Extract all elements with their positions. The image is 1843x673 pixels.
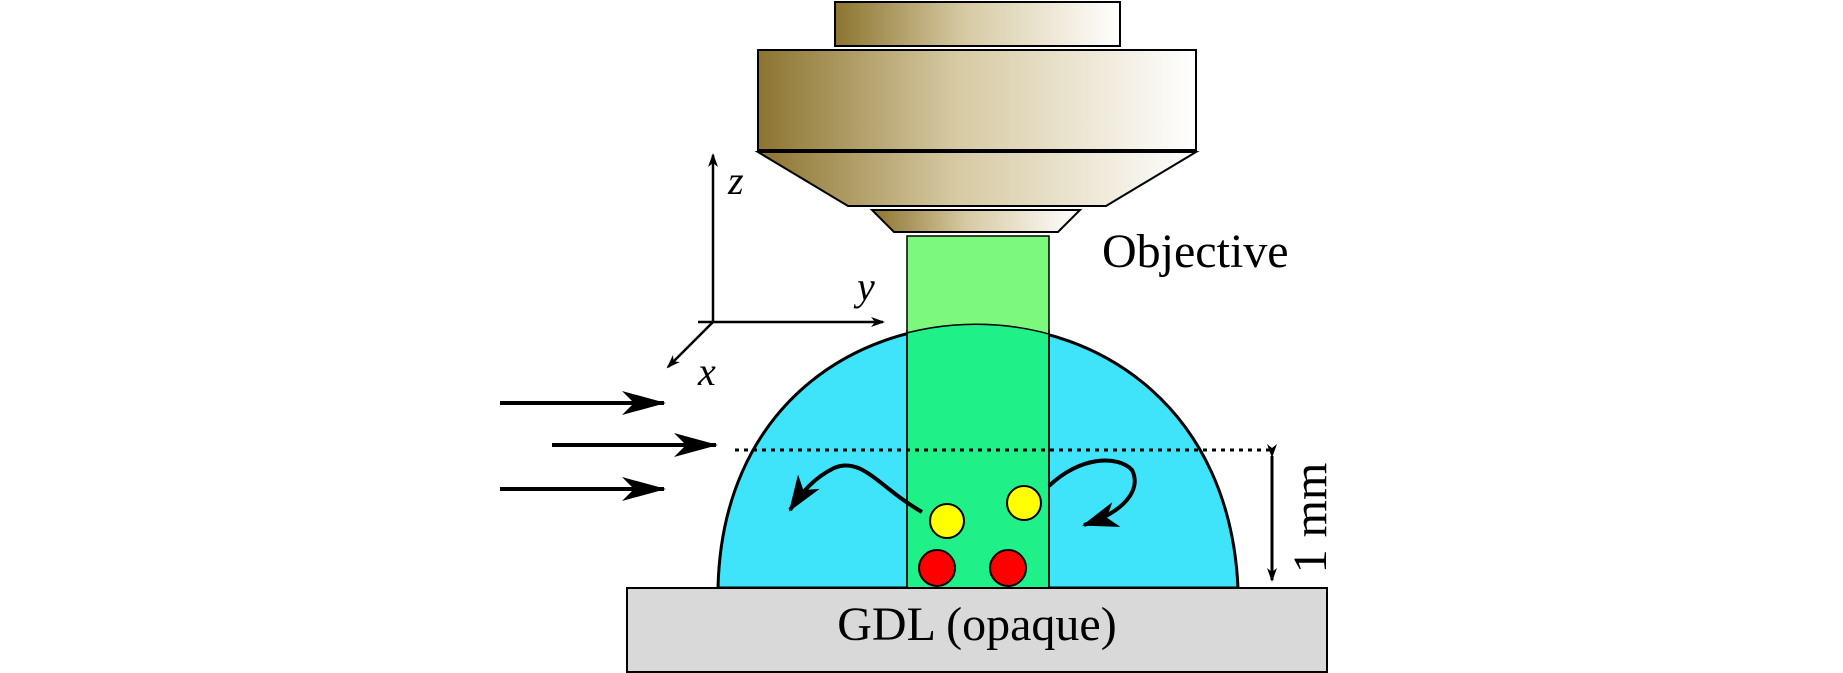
gdl-label: GDL (opaque) bbox=[837, 598, 1116, 651]
scale-label: 1 mm bbox=[1284, 463, 1337, 574]
objective-label: Objective bbox=[1102, 225, 1289, 278]
axis-x-label: x bbox=[697, 349, 716, 394]
objective-lens bbox=[754, 1, 1200, 233]
axis-z-label: z bbox=[727, 158, 744, 203]
curved-arrow-icon bbox=[1047, 458, 1137, 527]
flow-arrows bbox=[500, 391, 718, 501]
objective-top-cap bbox=[834, 1, 1121, 47]
objective-tip bbox=[869, 209, 1083, 233]
light-beam-in-droplet bbox=[906, 325, 1050, 588]
particle-yellow-left bbox=[929, 503, 965, 539]
objective-cone bbox=[754, 151, 1200, 207]
particle-red-left bbox=[918, 549, 956, 587]
axis-y-label: y bbox=[853, 264, 875, 309]
gdl-substrate bbox=[626, 587, 1328, 673]
x-axis bbox=[666, 321, 714, 369]
curved-arrow-icon bbox=[788, 463, 923, 514]
coordinate-axes: z y x bbox=[666, 153, 885, 394]
particle-red-right bbox=[989, 549, 1027, 587]
objective-body bbox=[757, 49, 1197, 151]
particle-yellow-right bbox=[1006, 485, 1042, 521]
scale-bar: 1 mm bbox=[1267, 444, 1337, 582]
